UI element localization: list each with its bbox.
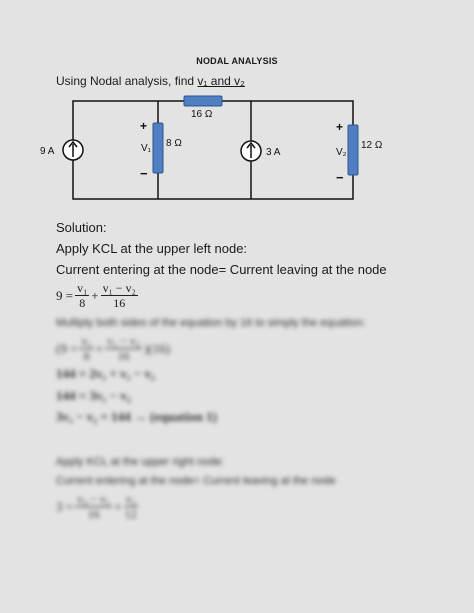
v1-plus-sign: +	[140, 119, 147, 133]
label-v2: V₂	[336, 147, 347, 158]
equation-term: v₁	[79, 334, 94, 349]
equation-term: 16	[113, 296, 126, 310]
current-source-9a	[62, 139, 84, 161]
equation-5: 3v₁ − v₂ = 144 → (equation 1)	[56, 409, 217, 424]
equation-term: (9 =	[56, 340, 78, 356]
label-16-ohm: 16 Ω	[191, 109, 213, 120]
label-8-ohm: 8 Ω	[166, 138, 182, 149]
equation-term: v₂	[123, 492, 138, 507]
equation-term: 9 =	[56, 287, 74, 303]
label-3a: 3 A	[266, 147, 281, 158]
equation-term: 3 =	[56, 498, 74, 514]
equation-term: v₁ − v₂	[100, 281, 138, 296]
step1-text: Apply KCL at the upper left node:	[56, 241, 248, 256]
solution-heading: Solution:	[56, 220, 107, 235]
question-variables: v₁ and v₂	[197, 74, 245, 88]
step2-text: Apply KCL at the upper right node:	[56, 456, 225, 468]
equation-term: 8	[79, 296, 86, 310]
equation-term: )(16)	[144, 340, 171, 356]
multiply-text: Multiply both sides of the equation by 1…	[56, 317, 366, 329]
current-source-3a	[240, 140, 262, 162]
equation-term: +	[114, 498, 122, 514]
resistor-8-ohm	[152, 122, 164, 174]
equation-3: 144 = 2v₁ + v₁ − v₂	[56, 366, 155, 381]
equation-term: 12	[124, 507, 137, 521]
circuit-wire-outer	[72, 100, 354, 200]
equation-4: 144 = 3v₁ − v₂	[56, 388, 131, 403]
label-v1: V₁	[141, 143, 152, 154]
resistor-16-ohm	[183, 95, 223, 107]
equation-term: 16	[117, 349, 130, 363]
question-text: Using Nodal analysis, find v₁ and v₂	[56, 74, 245, 88]
kcl-statement-2: Current entering at the node= Current le…	[56, 475, 336, 487]
equation-term: +	[91, 287, 99, 303]
equation-term: +	[95, 340, 103, 356]
question-prefix: Using Nodal analysis, find	[56, 74, 195, 88]
kcl-statement: Current entering at the node= Current le…	[56, 262, 387, 277]
equation-term: 16	[87, 507, 100, 521]
equation-term: v₁	[75, 281, 90, 296]
document-title: NODAL ANALYSIS	[196, 56, 278, 66]
label-9a: 9 A	[40, 146, 55, 157]
v2-plus-sign: +	[336, 120, 343, 134]
v2-minus-sign: −	[336, 170, 344, 185]
equation-term: 8	[83, 349, 90, 363]
equation-term: v₁ − v₂	[104, 334, 143, 349]
label-12-ohm: 12 Ω	[361, 140, 383, 151]
equation-term: v₂ − v₁	[75, 492, 113, 507]
resistor-12-ohm	[347, 124, 359, 176]
v1-minus-sign: −	[140, 166, 148, 181]
